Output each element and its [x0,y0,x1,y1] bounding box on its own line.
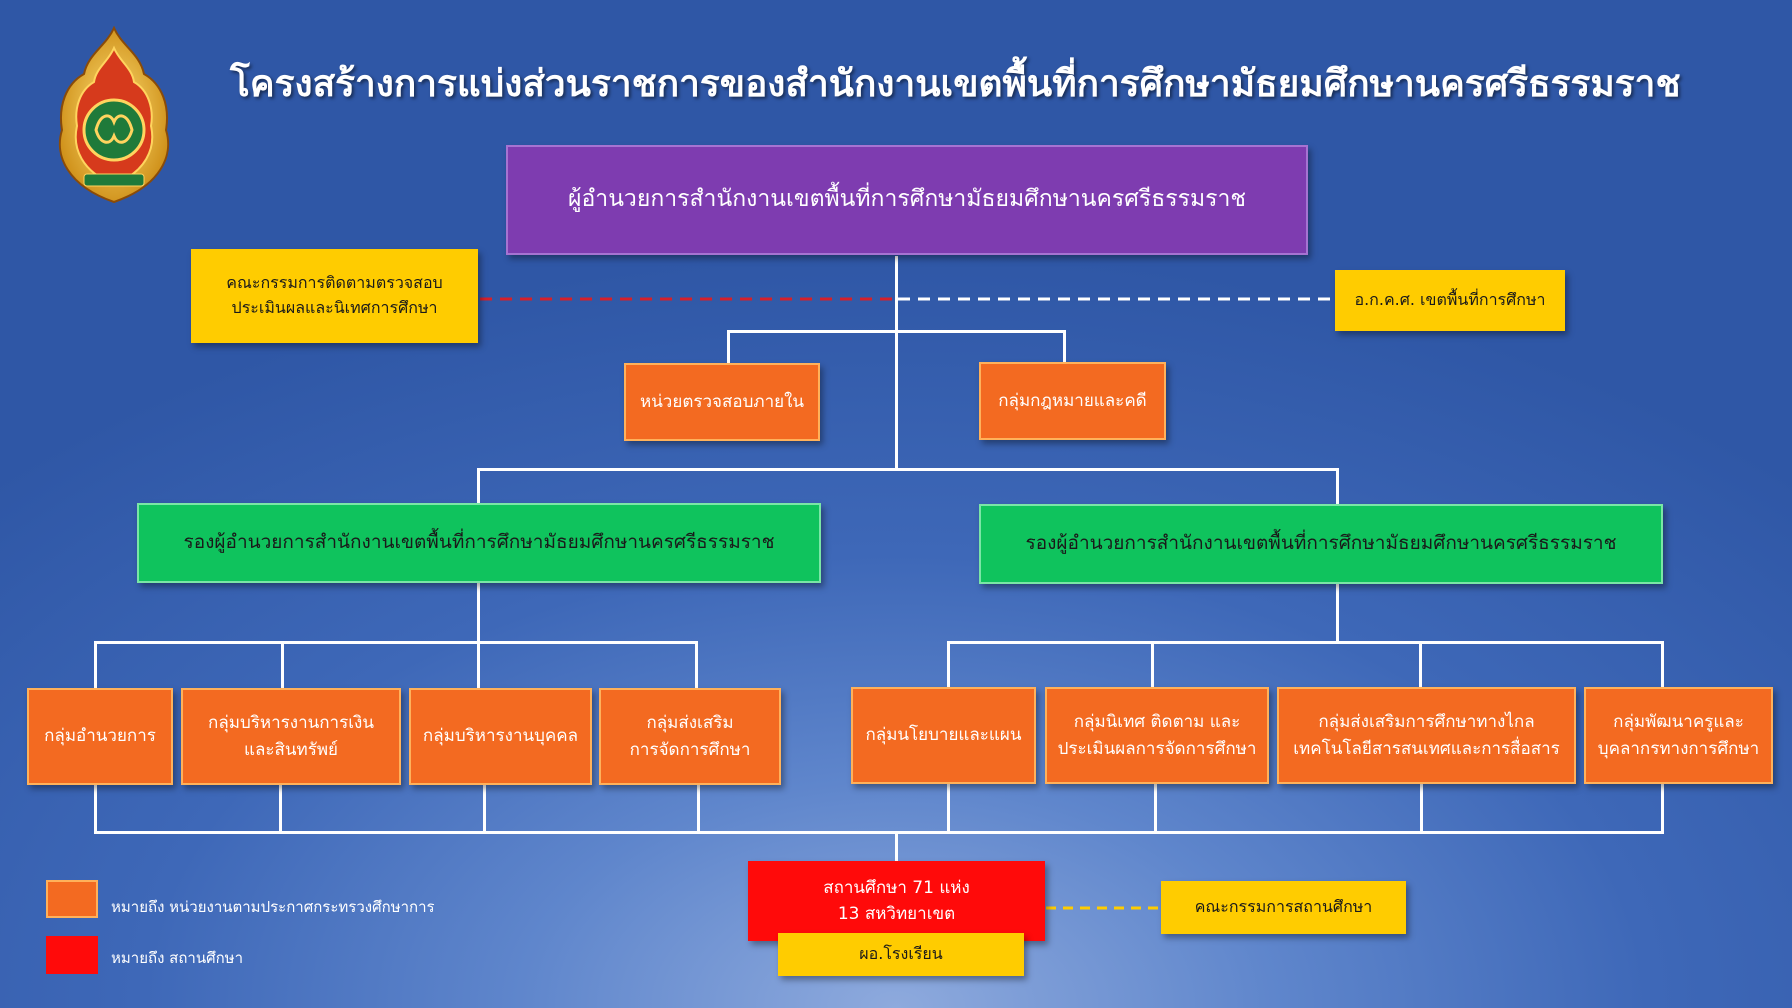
connector-line [895,256,898,470]
legend-swatch-orange [46,880,98,918]
connector-line [1661,641,1664,689]
connector-line [695,641,698,689]
principal-box: ผอ.โรงเรียน [778,933,1024,976]
obec-emblem-logo [52,25,176,206]
legal-group-box: กลุ่มกฎหมายและคดี [979,362,1166,440]
group-label-line1: กลุ่มบริหารงานบุคคล [422,726,579,747]
schools-line1: สถานศึกษา 71 แห่ง [823,877,970,898]
schools-box: สถานศึกษา 71 แห่ง 13 สหวิทยาเขต [748,861,1045,941]
school-committee-box: คณะกรรมการสถานศึกษา [1161,881,1406,934]
connector-line [94,831,1664,834]
page-title: โครงสร้างการแบ่งส่วนราชการของสำนักงานเขต… [230,62,1681,105]
connector-line [1063,330,1066,364]
group-label-line2: บุคลากรทางการศึกษา [1597,738,1760,759]
group-label-line1: กลุ่มนโยบายและแผน [865,725,1022,746]
audit-unit-label: หน่วยตรวจสอบภายใน [639,391,805,412]
group-label-line1: กลุ่มบริหารงานการเงิน [208,713,374,734]
connector-line [1336,468,1339,504]
group-box: กลุ่มส่งเสริม การจัดการศึกษา [599,688,781,785]
audit-unit-box: หน่วยตรวจสอบภายใน [624,363,820,441]
group-box: กลุ่มนิเทศ ติดตาม และ ประเมินผลการจัดการ… [1045,687,1269,784]
connector-line [697,784,700,834]
group-label-line1: กลุ่มนิเทศ ติดตาม และ [1073,712,1241,733]
obec-emblem-icon [58,25,170,204]
committee-left-line1: คณะกรรมการติดตามตรวจสอบ [226,273,443,293]
group-label-line2: และสินทรัพย์ [243,739,338,760]
connector-line [94,641,97,689]
connector-line [483,784,486,834]
principal-label: ผอ.โรงเรียน [859,944,943,964]
connector-line [947,641,1664,644]
connector-line [727,330,1065,333]
connector-line [477,468,480,504]
committee-left-box: คณะกรรมการติดตามตรวจสอบ ประเมินผลและนิเท… [191,249,478,343]
connector-line [1154,784,1157,834]
connector-line [279,784,282,834]
connector-line [94,641,698,644]
group-label-line1: กลุ่มส่งเสริมการศึกษาทางไกล [1318,712,1535,733]
group-label-line2: การจัดการศึกษา [629,739,751,760]
group-box: กลุ่มพัฒนาครูและ บุคลากรทางการศึกษา [1584,687,1773,784]
legend-label: หมายถึง สถานศึกษา [111,949,243,967]
connector-line [1151,641,1154,689]
group-label-line2: ประเมินผลการจัดการศึกษา [1057,738,1257,759]
connector-line [477,582,480,644]
deputy-right-label: รองผู้อำนวยการสำนักงานเขตพื้นที่การศึกษา… [1025,532,1617,555]
connector-line [727,330,730,364]
group-box: กลุ่มบริหารงานบุคคล [409,688,592,785]
connector-line [895,831,898,861]
committee-left-line2: ประเมินผลและนิเทศการศึกษา [231,298,438,317]
school-committee-label: คณะกรรมการสถานศึกษา [1194,897,1373,917]
connector-line [477,641,480,689]
group-label-line1: กลุ่มส่งเสริม [646,713,734,734]
schools-line2: 13 สหวิทยาเขต [837,904,956,924]
director-box: ผู้อำนวยการสำนักงานเขตพื้นที่การศึกษามัธ… [506,145,1308,255]
group-box: กลุ่มบริหารงานการเงิน และสินทรัพย์ [181,688,401,785]
connector-line [94,784,97,834]
connector-line [1661,784,1664,834]
connector-line [1419,641,1422,689]
legend-label: หมายถึง หน่วยงานตามประกาศกระทรวงศึกษาการ [111,898,435,916]
connector-line [281,641,284,689]
group-box: กลุ่มอำนวยการ [27,688,173,785]
committee-right-box: อ.ก.ค.ศ. เขตพื้นที่การศึกษา [1335,270,1565,331]
committee-right-label: อ.ก.ค.ศ. เขตพื้นที่การศึกษา [1354,290,1546,310]
connector-line [947,784,950,834]
group-box: กลุ่มส่งเสริมการศึกษาทางไกล เทคโนโลยีสาร… [1277,687,1576,784]
group-label-line1: กลุ่มอำนวยการ [44,726,156,747]
connector-line [1420,784,1423,834]
deputy-left-label: รองผู้อำนวยการสำนักงานเขตพื้นที่การศึกษา… [183,531,775,554]
legend-swatch-red [46,936,98,974]
deputy-right-box: รองผู้อำนวยการสำนักงานเขตพื้นที่การศึกษา… [979,504,1663,584]
director-label: ผู้อำนวยการสำนักงานเขตพื้นที่การศึกษามัธ… [568,186,1246,213]
connector-line [947,641,950,689]
group-box: กลุ่มนโยบายและแผน [851,687,1036,784]
group-label-line1: กลุ่มพัฒนาครูและ [1613,712,1744,733]
deputy-left-box: รองผู้อำนวยการสำนักงานเขตพื้นที่การศึกษา… [137,503,821,583]
group-label-line2: เทคโนโลยีสารสนเทศและการสื่อสาร [1293,738,1560,759]
legal-group-label: กลุ่มกฎหมายและคดี [998,390,1147,411]
connector-line [477,468,1339,471]
connector-line [1336,584,1339,644]
